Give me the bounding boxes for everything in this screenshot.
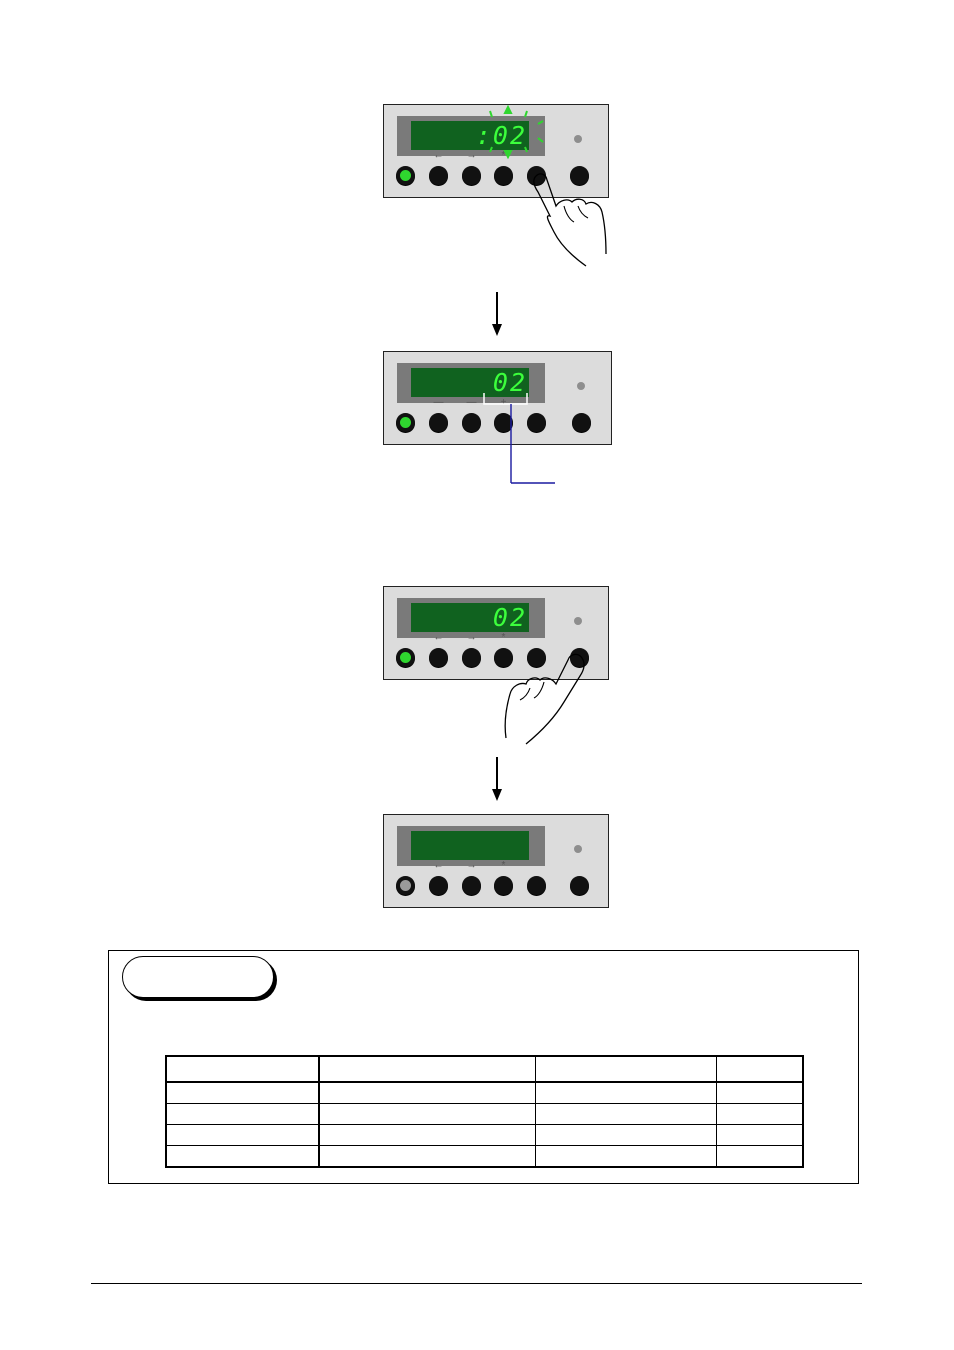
key-label-3: + (500, 397, 507, 408)
pointing-hand-icon (504, 653, 585, 745)
table-cell (318, 1145, 536, 1168)
left-key[interactable] (429, 413, 448, 432)
asterisk-key[interactable] (494, 166, 513, 185)
right-key[interactable] (462, 166, 481, 185)
table-cell (715, 1081, 804, 1104)
lcd-display: F0 02 (411, 603, 529, 632)
status-led (574, 845, 582, 853)
callout-line (483, 393, 555, 484)
note-label-pill (122, 956, 274, 998)
footer-rule (91, 1283, 862, 1284)
control-panel-1: F0 :02 ← → * (383, 104, 609, 198)
enter-key[interactable] (527, 413, 546, 432)
lcd-display (411, 831, 529, 860)
table-header-row (165, 1055, 804, 1083)
asterisk-label: * (501, 860, 506, 871)
asterisk-key[interactable] (494, 876, 513, 895)
lcd-frame: F0 02 (397, 363, 545, 403)
lcd-right-text: 02 (492, 603, 527, 632)
enter-key[interactable] (527, 876, 546, 895)
table-cell (534, 1103, 717, 1125)
table-cell (715, 1103, 804, 1125)
table-cell (715, 1145, 804, 1168)
power-lamp-button[interactable] (396, 413, 415, 432)
status-led (574, 617, 582, 625)
mode-key[interactable] (570, 876, 589, 895)
control-panel-3: F0 02 ← → * (383, 586, 609, 680)
table-cell (318, 1103, 536, 1125)
right-key[interactable] (462, 648, 481, 667)
table-cell (318, 1081, 536, 1104)
power-lamp-button[interactable] (396, 166, 415, 185)
table-cell (165, 1103, 320, 1125)
lcd-display: F0 02 (411, 368, 529, 397)
table-cell (534, 1081, 717, 1104)
status-led (574, 135, 582, 143)
control-panel-2: F0 02 — — + (383, 351, 612, 445)
lcd-frame (397, 826, 545, 866)
power-lamp-button[interactable] (396, 876, 415, 895)
power-lamp-button[interactable] (396, 648, 415, 667)
asterisk-label: * (501, 150, 506, 161)
left-arrow-label: ← (433, 860, 444, 871)
asterisk-key[interactable] (494, 413, 513, 432)
lcd-right-text: 02 (492, 368, 527, 397)
table-row (165, 1145, 804, 1168)
table-row (165, 1124, 804, 1146)
down-arrow-icon (496, 757, 498, 789)
table-cell (534, 1145, 717, 1168)
down-arrow-head (492, 789, 502, 801)
control-panel-4: ← → * (383, 814, 609, 908)
lcd-display: F0 :02 (411, 121, 529, 150)
asterisk-key[interactable] (494, 648, 513, 667)
table-header-cell (318, 1055, 536, 1083)
table-cell (318, 1124, 536, 1146)
right-arrow-label: → (466, 860, 477, 871)
right-arrow-label: → (466, 150, 477, 161)
left-key[interactable] (429, 166, 448, 185)
lcd-right-text: :02 (475, 121, 527, 150)
key-label-2: — (466, 397, 477, 408)
table-header-cell (534, 1055, 717, 1083)
right-key[interactable] (462, 876, 481, 895)
mode-key[interactable] (570, 166, 589, 185)
lcd-frame: F0 02 (397, 598, 545, 638)
down-arrow-head (492, 324, 502, 336)
left-key[interactable] (429, 648, 448, 667)
table-cell (165, 1081, 320, 1104)
table-cell (534, 1124, 717, 1146)
table-row (165, 1081, 804, 1104)
blink-indicator-icon (489, 104, 544, 160)
table-cell (165, 1124, 320, 1146)
table-cell (715, 1124, 804, 1146)
pointing-hand-icon (533, 173, 607, 267)
table-cell (165, 1145, 320, 1168)
right-arrow-label: → (466, 632, 477, 643)
table-header-cell (165, 1055, 320, 1083)
left-key[interactable] (429, 876, 448, 895)
down-arrow-icon (496, 292, 498, 324)
right-key[interactable] (462, 413, 481, 432)
table-header-cell (715, 1055, 804, 1083)
table-row (165, 1103, 804, 1125)
lcd-frame: F0 :02 (397, 116, 545, 156)
left-arrow-label: ← (433, 150, 444, 161)
asterisk-label: * (501, 632, 506, 643)
mode-key[interactable] (572, 413, 591, 432)
status-led (577, 382, 585, 390)
spec-table (165, 1055, 804, 1168)
left-arrow-label: ← (433, 632, 444, 643)
enter-key[interactable] (527, 648, 546, 667)
note-box (108, 950, 859, 1184)
key-label-1: — (433, 397, 444, 408)
